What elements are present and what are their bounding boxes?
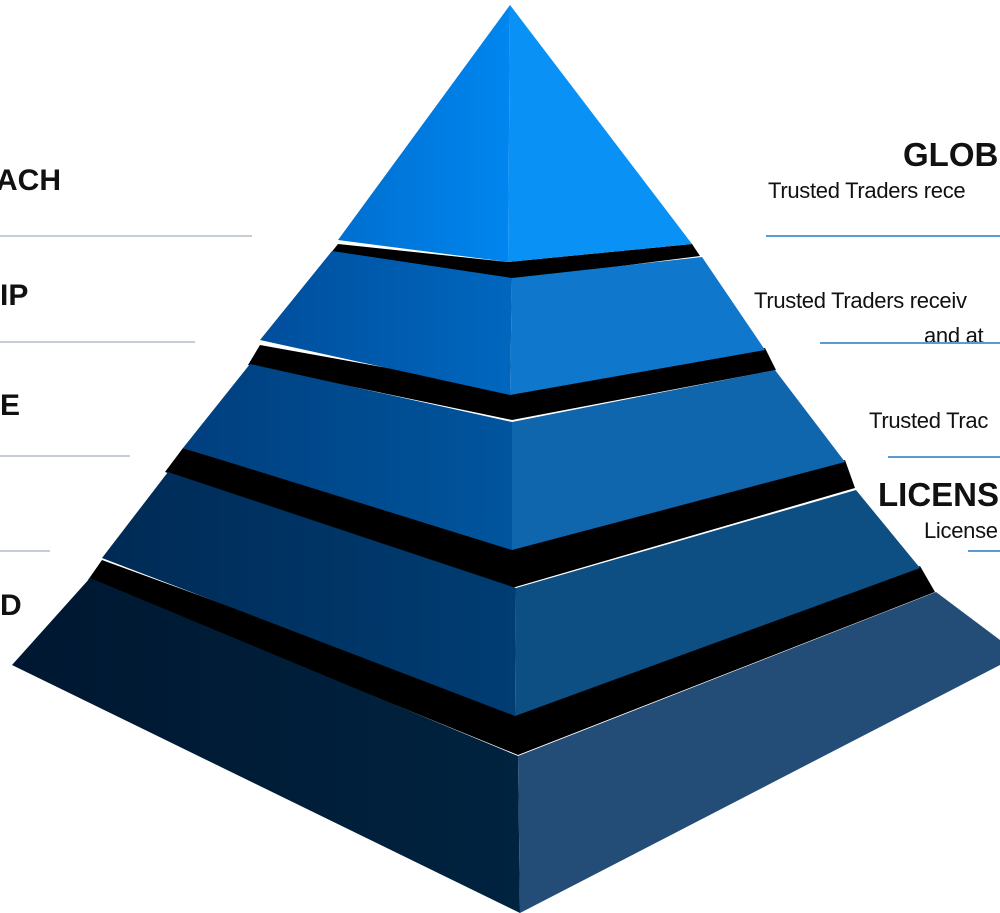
- right-rule-2: [820, 342, 1000, 344]
- tier-4-right-face: [515, 490, 920, 716]
- right-rule-4: [968, 550, 1000, 552]
- right-desc-1: Trusted Traders rece: [768, 178, 966, 203]
- right-desc-2: Trusted Traders receiv: [754, 288, 967, 313]
- tier-5: [12, 578, 1000, 913]
- tier-separators: [88, 244, 935, 755]
- tier-5-right-face: [518, 592, 1000, 913]
- left-rule-1: [0, 235, 252, 237]
- right-title-1: GLOB: [903, 136, 999, 173]
- left-rule-2: [0, 341, 195, 343]
- tier-4: [102, 472, 920, 716]
- tier-2-left-face: [260, 251, 512, 395]
- left-rule-3: [0, 455, 130, 457]
- right-desc-2b: and at: [924, 323, 984, 348]
- right-desc-4: License: [924, 518, 998, 543]
- tier-3: [183, 364, 845, 550]
- left-label-2: IP: [0, 279, 29, 312]
- right-title-4: LICENS: [878, 476, 1000, 513]
- tier-2: [260, 251, 765, 395]
- right-rule-3: [888, 456, 1000, 458]
- left-label-3: E: [0, 389, 21, 422]
- tier-4-left-face: [102, 472, 516, 716]
- tier-5-left-face: [12, 578, 520, 913]
- tier-1: [338, 5, 692, 262]
- left-label-1: ACH: [0, 164, 61, 197]
- left-label-5: D: [0, 589, 22, 622]
- tier-1-right-face: [508, 5, 692, 262]
- separator-4: [88, 560, 935, 755]
- tier-3-left-face: [183, 364, 512, 550]
- separator-2: [248, 345, 776, 420]
- right-rule-1: [766, 235, 1000, 237]
- left-rule-4: [0, 550, 50, 552]
- tier-3-right-face: [512, 370, 845, 550]
- right-desc-3: Trusted Trac: [869, 408, 989, 433]
- tier-2-right-face: [510, 257, 765, 395]
- tier-1-left-face: [338, 5, 510, 262]
- separator-1: [330, 244, 700, 280]
